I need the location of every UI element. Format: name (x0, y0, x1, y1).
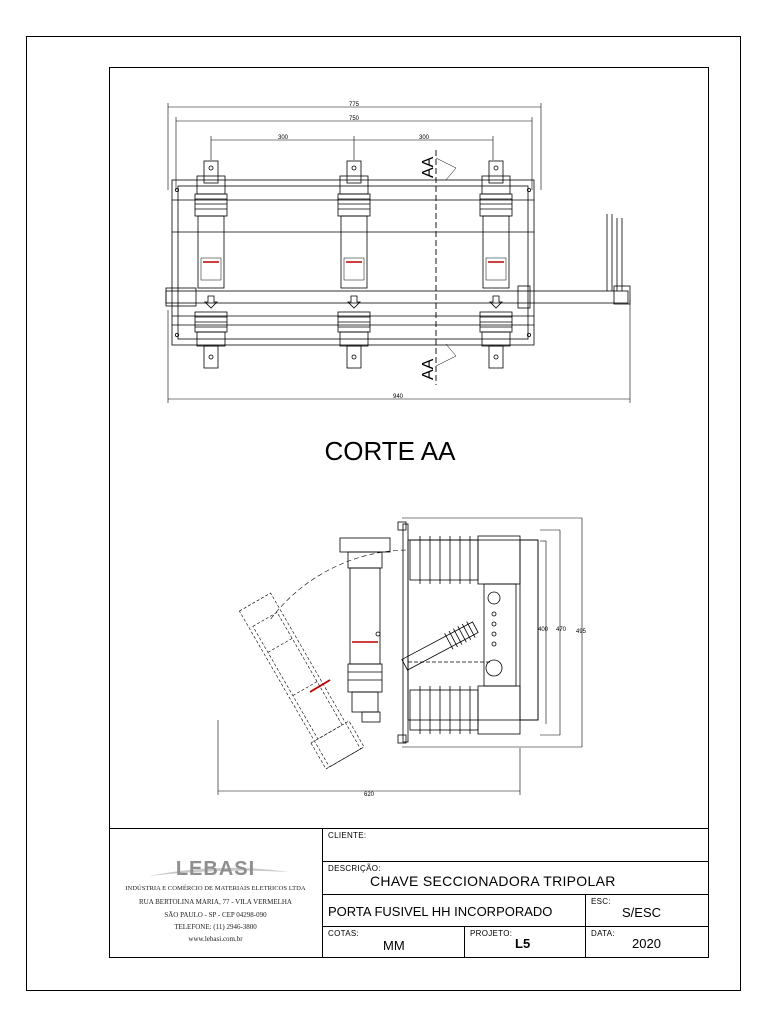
insulator-top (409, 535, 521, 585)
esc-label: ESC: (591, 897, 611, 906)
title-block: LEBASI INDÚSTRIA E COMÉRCIO DE MATERIAIS… (109, 828, 709, 958)
dim-495: 495 (576, 629, 587, 635)
cliente-cell: CLIENTE: (322, 828, 709, 861)
company-line-4: TELEFONE: (11) 2946-3800 (174, 923, 257, 931)
dim-750: 750 (349, 116, 360, 122)
section-dimensions (217, 517, 583, 795)
mounting-plate (402, 523, 409, 743)
section-mark-top: AA (420, 156, 437, 178)
cotas-cell: COTAS: MM (322, 926, 464, 958)
dim-400: 400 (538, 627, 549, 633)
data-cell: DATA: 2020 (585, 926, 709, 958)
cliente-label: CLIENTE: (328, 831, 367, 840)
front-view: 775 750 300 300 940 (165, 102, 631, 403)
operating-shaft (165, 290, 629, 304)
projeto-value: L5 (515, 936, 531, 951)
descricao-value: CHAVE SECCIONADORA TRIPOLAR (370, 873, 616, 889)
pole-right (479, 160, 513, 369)
projeto-label: PROJETO: (470, 929, 513, 938)
descricao-sub: PORTA FUSIVEL HH INCORPORADO (328, 904, 553, 919)
company-logo: LEBASI (175, 858, 256, 880)
projeto-cell: PROJETO: L5 (464, 926, 585, 958)
data-value: 2020 (632, 936, 661, 951)
fuse-holder-open (239, 592, 365, 770)
dim-620: 620 (364, 792, 375, 798)
section-title: CORTE AA (324, 436, 456, 466)
descricao-label: DESCRIÇÃO: (328, 864, 381, 873)
pole-center (337, 160, 371, 369)
front-dimensions (167, 103, 631, 403)
esc-cell: ESC: S/ESC (585, 894, 709, 926)
company-logo-block: LEBASI INDÚSTRIA E COMÉRCIO DE MATERIAIS… (109, 828, 322, 958)
descricao-sub-cell: PORTA FUSIVEL HH INCORPORADO (322, 894, 585, 926)
base-plate (171, 179, 535, 346)
drawing-frame (109, 67, 709, 958)
operating-handle (606, 214, 631, 305)
swing-arc (269, 549, 407, 621)
company-line-5: www.lebasi.com.br (188, 935, 243, 943)
company-line-2: RUA BERTOLINA MARIA, 77 - VILA VERMELHA (138, 898, 292, 906)
dim-775: 775 (349, 102, 360, 108)
dim-300-left: 300 (278, 135, 289, 141)
cotas-value: MM (383, 938, 405, 953)
section-view: 400 470 495 620 (217, 517, 587, 798)
cotas-label: COTAS: (328, 929, 359, 938)
company-line-3: SÃO PAULO - SP - CEP 04298-090 (164, 911, 267, 919)
outer-frame (26, 36, 741, 991)
logo-swoosh-icon (149, 867, 289, 876)
data-label: DATA: (591, 929, 615, 938)
section-line-aa (435, 150, 457, 385)
descricao-cell: DESCRIÇÃO: CHAVE SECCIONADORA TRIPOLAR (322, 861, 709, 894)
esc-value: S/ESC (622, 905, 662, 920)
section-mark-bottom: AA (420, 358, 437, 380)
company-line-1: INDÚSTRIA E COMÉRCIO DE MATERIAIS ELETRI… (125, 885, 306, 892)
pole-left (194, 160, 228, 369)
insulator-bottom (409, 685, 521, 735)
dim-940: 940 (393, 394, 404, 400)
fuse-holder-closed (339, 537, 391, 723)
spring (401, 621, 479, 671)
dim-300-right: 300 (419, 135, 430, 141)
dim-470: 470 (556, 627, 567, 633)
